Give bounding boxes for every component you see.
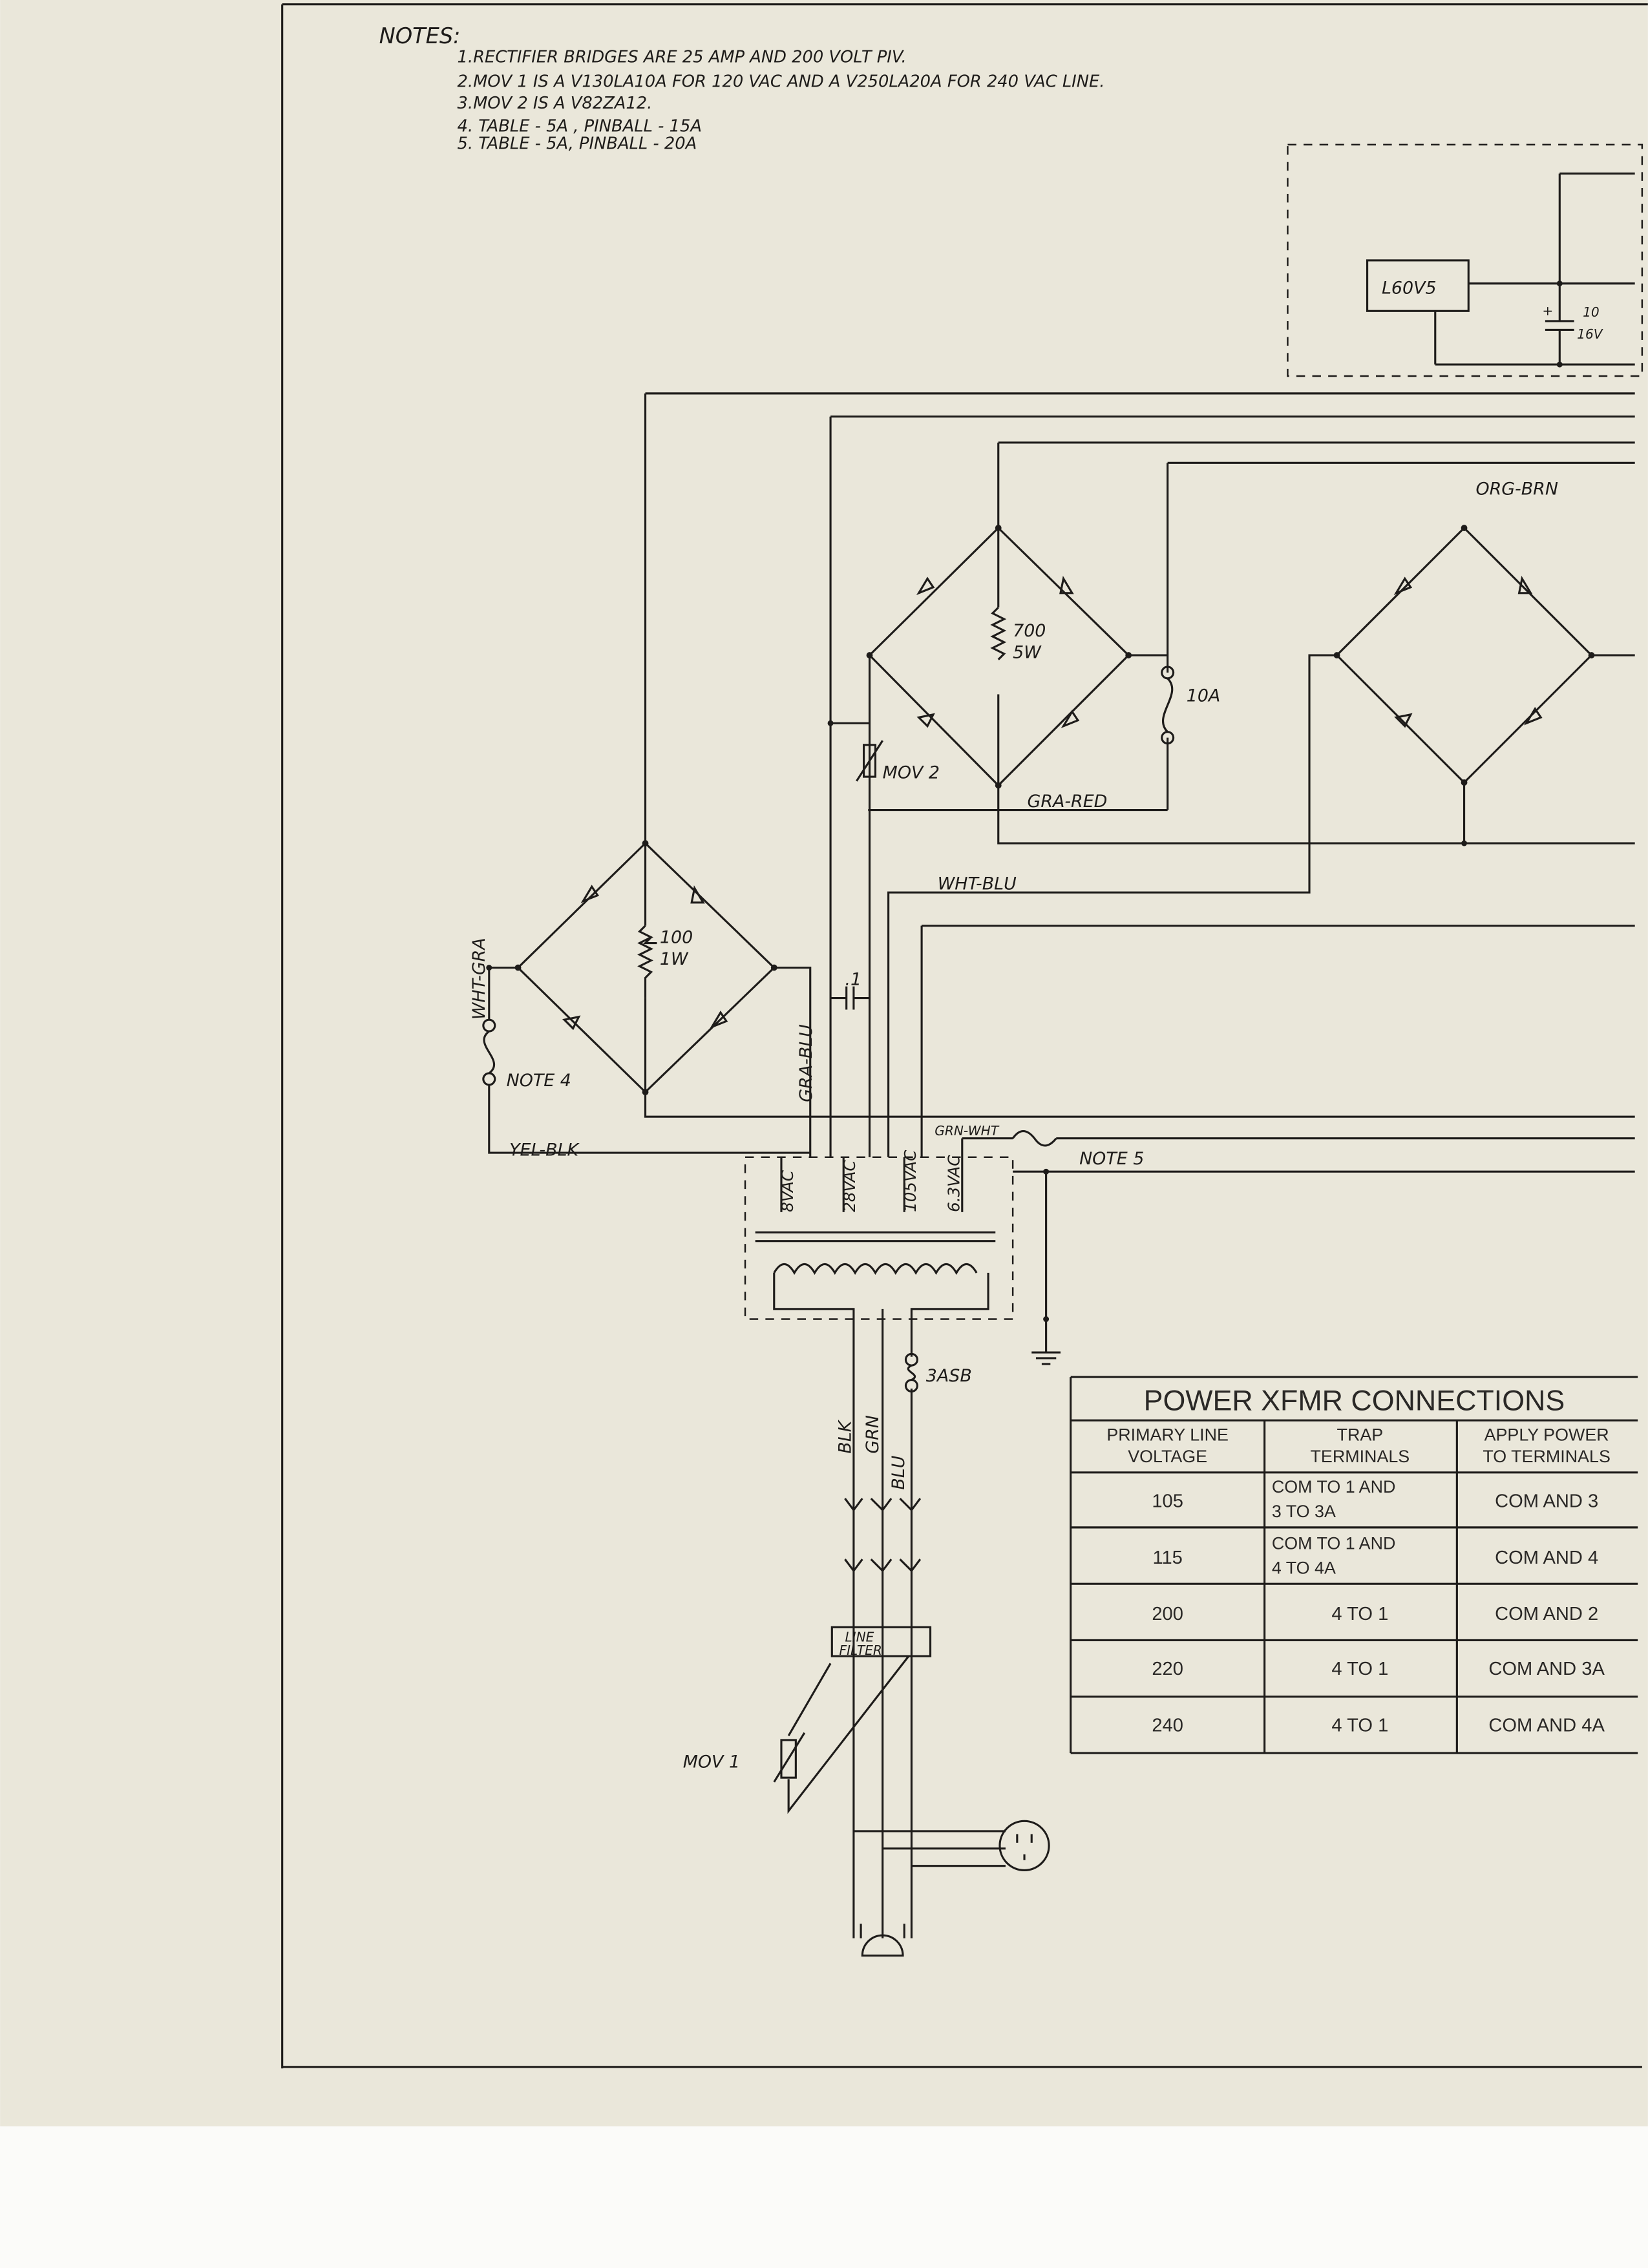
cell-voltage: 105 <box>1152 1491 1183 1512</box>
note-4: 4. TABLE - 5A , PINBALL - 15A <box>458 117 702 136</box>
line-cord: 3ASB BLK GRN BLU LINE FILTER MOV 1 <box>683 1352 1050 1957</box>
paper-background <box>0 0 1648 2126</box>
cell-trap: 3 TO 3A <box>1272 1502 1336 1521</box>
secondary-6-3vac: 6.3VAC <box>944 1155 963 1212</box>
secondary-28vac: 28VAC <box>840 1160 859 1212</box>
cap-plus-label: + <box>1542 303 1553 319</box>
line-filter-label-2: FILTER <box>840 1643 882 1658</box>
line-filter-box <box>830 1626 932 1657</box>
connector-chevrons <box>844 1497 922 1573</box>
regulator-box <box>1366 259 1470 312</box>
header-trap-2: TERMINALS <box>1311 1447 1410 1466</box>
cell-trap: COM TO 1 AND <box>1272 1533 1396 1553</box>
cell-apply: COM AND 4A <box>1488 1716 1605 1736</box>
wire-label-blu: BLU <box>889 1455 909 1489</box>
table-row: 200 4 TO 1 COM AND 2 <box>1152 1604 1598 1624</box>
wire-label-gra-blu: GRA-BLU <box>796 1024 816 1102</box>
note-5: 5. TABLE - 5A, PINBALL - 20A <box>458 134 697 154</box>
fuse-3asb-label: 3ASB <box>926 1366 972 1386</box>
note-1: 1.RECTIFIER BRIDGES ARE 25 AMP AND 200 V… <box>458 47 907 67</box>
note-3: 3.MOV 2 IS A V82ZA12. <box>458 94 653 113</box>
cap-value-label: 10 <box>1583 304 1600 320</box>
cell-apply: COM AND 3 <box>1495 1491 1598 1512</box>
cell-apply: COM AND 3A <box>1488 1659 1605 1679</box>
table-row: 115 COM TO 1 AND 4 TO 4A COM AND 4 <box>1152 1533 1598 1577</box>
cell-apply: COM AND 4 <box>1495 1548 1598 1568</box>
cell-voltage: 200 <box>1152 1604 1183 1624</box>
table-row: 105 COM TO 1 AND 3 TO 3A COM AND 3 <box>1152 1477 1598 1521</box>
mov2-symbol <box>862 744 877 778</box>
mov1-label: MOV 1 <box>683 1752 740 1772</box>
line-filter-label-1: LINE <box>845 1630 874 1645</box>
cell-trap: 4 TO 1 <box>1331 1604 1388 1624</box>
outlet-icon <box>998 1820 1050 1871</box>
cell-trap: 4 TO 4A <box>1272 1559 1336 1578</box>
mov2-label: MOV 2 <box>883 762 940 782</box>
header-primary-line-2: VOLTAGE <box>1128 1447 1207 1466</box>
drawing-border <box>281 3 1648 2069</box>
r1-power-label: 5W <box>1013 643 1042 663</box>
wiring <box>486 392 1635 1353</box>
regulator-section: L60V5 + 10 16V <box>1287 143 1643 377</box>
cell-trap: 4 TO 1 <box>1331 1659 1388 1679</box>
secondary-105vac: 105VAC <box>901 1150 920 1212</box>
ground-icon <box>1031 1351 1061 1365</box>
wire-label-wht-gra: WHT-GRA <box>469 938 489 1020</box>
cap-small-label: .1 <box>845 969 861 989</box>
wire-label-yel-blk: YEL-BLK <box>509 1140 580 1160</box>
cell-trap: COM TO 1 AND <box>1272 1477 1396 1496</box>
header-trap-1: TRAP <box>1337 1425 1384 1445</box>
r1-value-label: 700 <box>1013 621 1046 641</box>
wire-label-blk: BLK <box>835 1419 855 1453</box>
secondary-8vac: 8VAC <box>778 1170 797 1212</box>
table-row: 220 4 TO 1 COM AND 3A <box>1152 1659 1605 1679</box>
wire-label-grn-wht: GRN-WHT <box>935 1123 1000 1139</box>
note-2: 2.MOV 1 IS A V130LA10A FOR 120 VAC AND A… <box>458 72 1105 91</box>
note4-label: NOTE 4 <box>507 1071 571 1091</box>
cell-voltage: 240 <box>1152 1716 1183 1736</box>
cell-voltage: 220 <box>1152 1659 1183 1679</box>
header-apply-2: TO TERMINALS <box>1483 1447 1611 1466</box>
notes-block: NOTES: 1.RECTIFIER BRIDGES ARE 25 AMP AN… <box>379 23 1105 153</box>
table-row: 240 4 TO 1 COM AND 4A <box>1152 1716 1605 1736</box>
mov1-symbol <box>780 1739 797 1779</box>
cell-trap: 4 TO 1 <box>1331 1716 1388 1736</box>
wire-label-org-brn: ORG-BRN <box>1475 479 1558 499</box>
rectifier-bridge-1: 700 5W 10A MOV 2 GRA-RED WHT-BLU <box>856 526 1221 894</box>
fuse-10a-label: 10A <box>1187 686 1221 706</box>
regulator-label: L60V5 <box>1382 278 1437 298</box>
table-title: POWER XFMR CONNECTIONS <box>1144 1385 1565 1417</box>
plug-icon <box>860 1924 905 1957</box>
cell-apply: COM AND 2 <box>1495 1604 1598 1624</box>
note5-label: NOTE 5 <box>1079 1149 1144 1169</box>
notes-heading: NOTES: <box>379 23 461 48</box>
xfmr-connections-table: POWER XFMR CONNECTIONS PRIMARY LINE VOLT… <box>1070 1376 1638 1754</box>
wire-label-wht-blu: WHT-BLU <box>938 874 1017 894</box>
cap-voltage-label: 16V <box>1577 326 1603 342</box>
wire-label-grn: GRN <box>863 1415 883 1454</box>
power-transformer: 8VAC 28VAC 105VAC 6.3VAC GRN-WHT NOTE 5 <box>744 1123 1144 1938</box>
header-apply-1: APPLY POWER <box>1484 1425 1609 1445</box>
cell-voltage: 115 <box>1152 1548 1182 1568</box>
r2-power-label: 1W <box>660 949 689 969</box>
r2-value-label: 100 <box>660 928 693 948</box>
header-primary-line-1: PRIMARY LINE <box>1106 1425 1229 1445</box>
rectifier-bridge-2: ORG-BRN <box>1335 479 1593 784</box>
rectifier-bridge-3: 100 1W NOTE 4 WHT-GRA GRA-BLU YEL-BLK .1 <box>469 841 861 1160</box>
wire-label-gra-red: GRA-RED <box>1028 792 1108 812</box>
